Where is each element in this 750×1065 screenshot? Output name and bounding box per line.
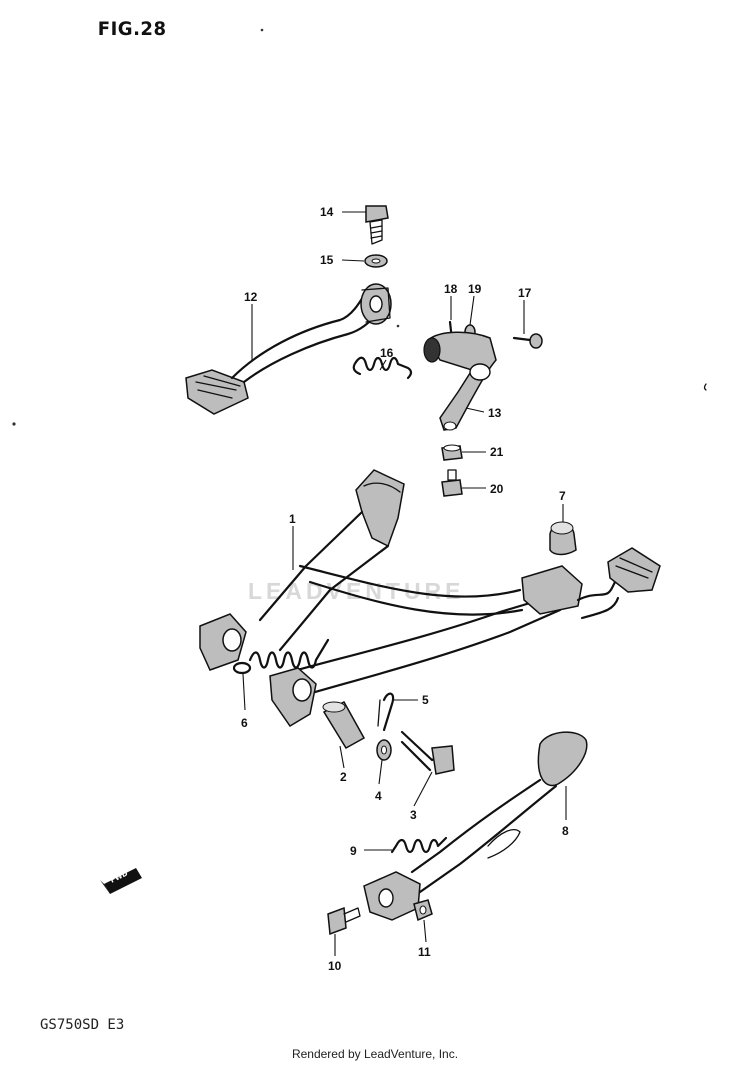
part-17-bolt[interactable] xyxy=(512,333,543,349)
leader-lines xyxy=(242,211,567,956)
part-8-side-stand[interactable] xyxy=(363,731,588,921)
part-5-cotter-pin[interactable] xyxy=(377,692,395,732)
part-label-12: 12 xyxy=(244,290,258,304)
part-16-spring[interactable] xyxy=(352,356,413,380)
part-label-19: 19 xyxy=(468,282,482,296)
part-label-2: 2 xyxy=(340,770,347,784)
part-label-9: 9 xyxy=(350,844,357,858)
part-9-side-stand-spring[interactable] xyxy=(390,836,448,854)
part-label-13: 13 xyxy=(488,406,502,420)
part-20-bolt[interactable] xyxy=(441,469,463,497)
part-21-nut[interactable] xyxy=(441,444,463,461)
part-label-14: 14 xyxy=(320,205,334,219)
part-label-11: 11 xyxy=(418,945,431,959)
part-label-8: 8 xyxy=(562,824,569,838)
part-15-washer[interactable] xyxy=(364,254,388,268)
part-label-10: 10 xyxy=(328,959,342,973)
part-7-rubber-cap[interactable] xyxy=(549,521,577,556)
part-label-16: 16 xyxy=(380,346,394,360)
part-label-5: 5 xyxy=(422,693,429,707)
part-label-15: 15 xyxy=(320,253,334,267)
part-12-brake-pedal[interactable] xyxy=(185,283,392,415)
part-10-bolt[interactable] xyxy=(327,906,361,936)
part-2-collar[interactable] xyxy=(322,701,366,750)
speck xyxy=(12,422,16,426)
part-label-4: 4 xyxy=(375,789,382,803)
part-label-7: 7 xyxy=(559,489,566,503)
part-label-17: 17 xyxy=(518,286,532,300)
part-1-center-stand[interactable] xyxy=(199,469,661,728)
part-label-6: 6 xyxy=(241,716,248,730)
model-code: GS750SD E3 xyxy=(40,1017,125,1033)
footer-credit: Rendered by LeadVenture, Inc. xyxy=(291,1047,459,1061)
part-9-stand-spring-upper[interactable] xyxy=(248,638,330,669)
figure-title: FIG.28 xyxy=(97,18,167,40)
speck xyxy=(703,383,707,391)
speck xyxy=(260,28,264,32)
part-6-circlip[interactable] xyxy=(232,661,252,675)
part-13-brake-arm[interactable] xyxy=(423,331,497,431)
forward-direction-arrow xyxy=(100,868,142,894)
part-label-20: 20 xyxy=(490,482,504,496)
part-3-bolt[interactable] xyxy=(400,730,455,775)
speck xyxy=(396,324,400,328)
part-label-3: 3 xyxy=(410,808,417,822)
part-label-21: 21 xyxy=(490,445,504,459)
part-label-18: 18 xyxy=(444,282,458,296)
part-label-1: 1 xyxy=(289,512,296,526)
part-14-bolt[interactable] xyxy=(365,205,389,245)
part-11-nut[interactable] xyxy=(413,899,433,922)
part-4-washer[interactable] xyxy=(376,739,392,761)
